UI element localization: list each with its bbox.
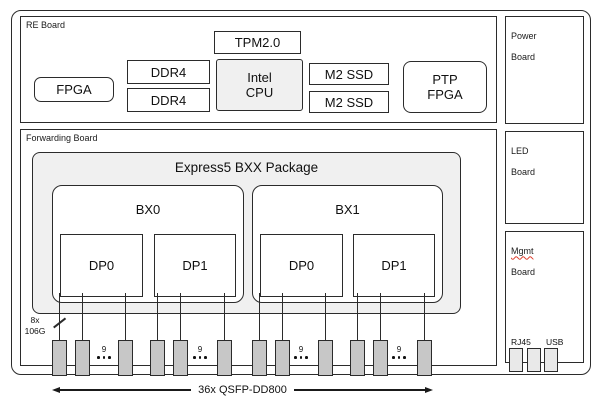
hidden-port-count: 9 xyxy=(298,345,304,354)
led-board-label-line2: Board xyxy=(511,166,536,177)
wire xyxy=(124,293,127,340)
wire xyxy=(81,293,84,340)
qsfp-cage xyxy=(217,340,232,376)
wire xyxy=(423,293,426,340)
usb-label: USB xyxy=(546,337,564,347)
bx0-dp0-block: DP0 xyxy=(60,234,143,297)
ddr4-block-top: DDR4 xyxy=(127,60,210,84)
qsfp-cage xyxy=(252,340,267,376)
link-width-label-line1: 8x xyxy=(30,315,40,325)
tpm-block: TPM2.0 xyxy=(214,31,301,54)
ellipsis-dots-icon xyxy=(290,356,312,359)
hidden-port-count: 9 xyxy=(101,345,107,354)
ellipsis-dots-icon xyxy=(189,356,211,359)
qsfp-cage xyxy=(275,340,290,376)
qsfp-cage xyxy=(150,340,165,376)
qsfp-cage xyxy=(350,340,365,376)
wire xyxy=(223,293,226,340)
rj45-label: RJ45 xyxy=(511,337,531,347)
qsfp-cage xyxy=(417,340,432,376)
qsfp-cage xyxy=(118,340,133,376)
hidden-port-count: 9 xyxy=(197,345,203,354)
power-board-label-line2: Board xyxy=(511,51,536,62)
bx1-dp0-label: DP0 xyxy=(288,258,315,273)
fpga-label: FPGA xyxy=(56,82,92,97)
wire xyxy=(179,293,182,340)
ptp-label-line2: FPGA xyxy=(427,87,463,102)
wire xyxy=(379,293,382,340)
wire xyxy=(356,293,359,340)
bx1-label: BX1 xyxy=(335,202,360,217)
ddr4-bottom-label: DDR4 xyxy=(150,92,187,108)
ptp-fpga-block: PTP FPGA xyxy=(403,61,487,113)
rj45-port xyxy=(509,348,523,372)
rj45-port xyxy=(527,348,541,372)
ddr4-top-label: DDR4 xyxy=(150,64,187,80)
m2ssd-top-label: M2 SSD xyxy=(324,66,374,82)
ellipsis-dots-icon xyxy=(388,356,410,359)
cpu-label-line1: Intel xyxy=(247,70,272,85)
wire xyxy=(324,293,327,340)
bx1-dp1-block: DP1 xyxy=(353,234,435,297)
bx0-dp0-label: DP0 xyxy=(88,258,115,273)
usb-port xyxy=(544,348,558,372)
qsfp-span-arrow: 36x QSFP-DD800 xyxy=(52,383,433,397)
bx1-dp1-label: DP1 xyxy=(381,258,407,273)
qsfp-cage xyxy=(52,340,67,376)
cpu-label-line2: CPU xyxy=(245,85,274,100)
qsfp-cage xyxy=(173,340,188,376)
wire xyxy=(258,293,261,340)
mgmt-board: Mgmt Board xyxy=(505,231,584,363)
qsfp-cage xyxy=(373,340,388,376)
wire xyxy=(58,293,61,340)
tpm-label: TPM2.0 xyxy=(234,35,281,50)
qsfp-cage xyxy=(318,340,333,376)
arrow-right-icon xyxy=(425,387,433,393)
re-board-label: RE Board xyxy=(26,20,66,30)
forwarding-board: Forwarding Board Express5 BXX Package BX… xyxy=(20,129,497,366)
m2ssd-bottom-label: M2 SSD xyxy=(324,94,374,110)
ddr4-block-bottom: DDR4 xyxy=(127,88,210,112)
ellipsis-dots-icon xyxy=(93,356,115,359)
m2ssd-block-bottom: M2 SSD xyxy=(309,91,389,113)
led-board: LED Board xyxy=(505,131,584,224)
bx0-dp1-label: DP1 xyxy=(182,258,208,273)
bx1-dp0-block: DP0 xyxy=(260,234,343,297)
led-board-label-line1: LED xyxy=(511,145,529,156)
wire xyxy=(156,293,159,340)
link-width-label-line2: 106G xyxy=(24,325,46,336)
intel-cpu-block: Intel CPU xyxy=(216,59,303,111)
forwarding-board-label: Forwarding Board xyxy=(26,133,98,143)
bx0-block: BX0 DP0 DP1 xyxy=(52,185,244,303)
bx0-dp1-block: DP1 xyxy=(154,234,236,297)
wire xyxy=(281,293,284,340)
hidden-port-count: 9 xyxy=(396,345,402,354)
power-board: Power Board xyxy=(505,16,584,124)
m2ssd-block-top: M2 SSD xyxy=(309,63,389,85)
qsfp-cage xyxy=(75,340,90,376)
fpga-block: FPGA xyxy=(34,77,114,102)
mgmt-board-label-line2: Board xyxy=(511,266,536,277)
power-board-label-line1: Power xyxy=(511,30,537,41)
ptp-label-line1: PTP xyxy=(432,72,458,87)
re-board: RE Board FPGA DDR4 DDR4 TPM2.0 Intel CPU… xyxy=(20,16,497,123)
mgmt-board-label-line1: Mgmt xyxy=(511,245,534,256)
package-title: Express5 BXX Package xyxy=(174,160,319,175)
bx0-label: BX0 xyxy=(135,202,161,217)
arrow-left-icon xyxy=(52,387,60,393)
bx1-block: BX1 DP0 DP1 xyxy=(252,185,443,303)
qsfp-span-label: 36x QSFP-DD800 xyxy=(198,384,287,396)
express5-bxx-package: Express5 BXX Package BX0 DP0 DP1 BX1 DP0… xyxy=(32,152,461,314)
